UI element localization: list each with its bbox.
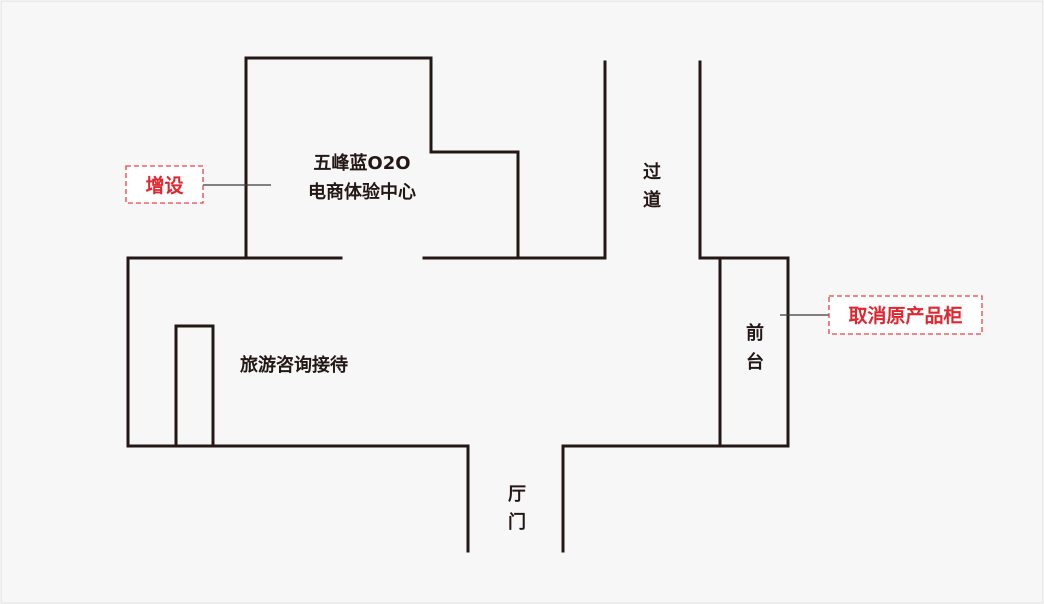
removed-cabinet-annotation-box <box>828 295 983 335</box>
corridor-label-char1: 过 <box>643 161 661 183</box>
corridor-label-char2: 道 <box>643 189 661 211</box>
removed-cabinet-annotation-label: 取消原产品柜 <box>848 304 962 327</box>
corridor-right-wall <box>561 60 790 553</box>
main-room-wall-left <box>126 256 343 448</box>
tourism-counter <box>174 324 215 448</box>
main-room-wall-bottom <box>126 444 470 553</box>
main-room-wall-top-right <box>422 60 607 260</box>
tourism-consultation-label: 旅游咨询接待 <box>240 354 348 376</box>
added-annotation-box <box>125 165 204 204</box>
front-desk-label-char1: 前 <box>746 322 764 344</box>
added-annotation-label: 增设 <box>145 174 183 197</box>
experience-center-label-line1: 五峰蓝O2O <box>313 152 410 174</box>
hall-entrance-label-char1: 厅 <box>508 484 526 505</box>
front-desk-label-char2: 台 <box>746 351 764 373</box>
experience-center-wall <box>244 56 520 260</box>
experience-center-label-line2: 电商体验中心 <box>308 181 416 203</box>
hall-entrance-label-char2: 门 <box>508 511 526 533</box>
